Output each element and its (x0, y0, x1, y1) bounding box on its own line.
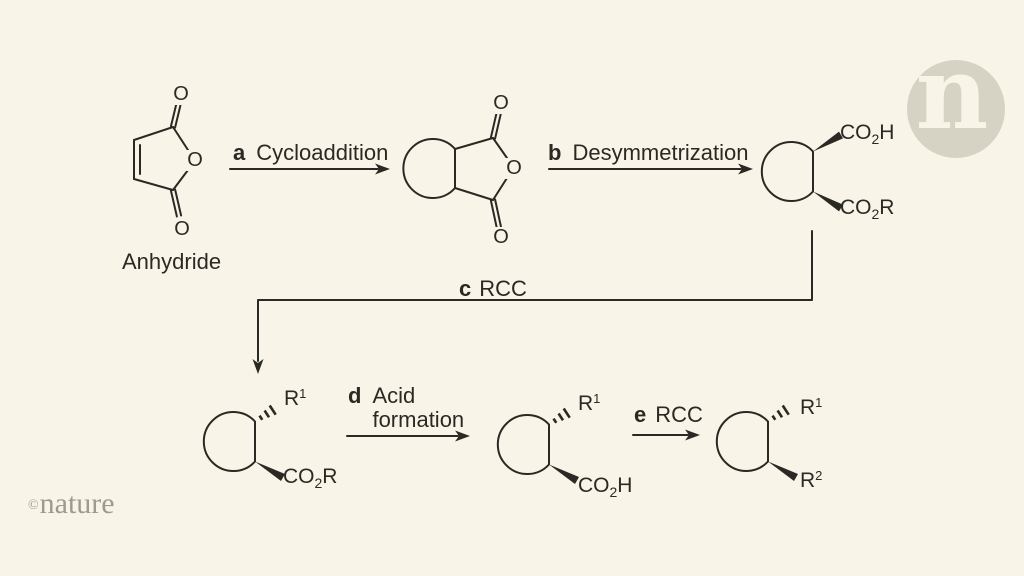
solid-wedge-co2h-mol5 (549, 464, 579, 484)
nature-logo-circle (907, 60, 1005, 158)
co2r-post: R (879, 196, 895, 219)
step-c-key: c (459, 276, 472, 301)
atom-oxygen-label: O (492, 92, 510, 114)
arrowhead-c (252, 359, 264, 374)
step-d-text-line1: Acid (372, 383, 416, 408)
copyright-icon: © (28, 497, 39, 513)
r1-sup: 1 (299, 386, 307, 401)
r1-base: R (578, 392, 594, 415)
step-b-text: Desymmetrization (572, 140, 749, 165)
group-r1-label: R1 (284, 386, 307, 410)
arrowhead-b (738, 163, 753, 175)
solid-wedge-r2-mol6 (768, 461, 798, 481)
step-b-label: b Desymmetrization (548, 141, 749, 164)
co2r-sub: 2 (314, 475, 323, 491)
anhydride-caption: Anhydride (122, 249, 222, 274)
co2h-pre: CO (578, 474, 610, 497)
nature-logo-letter: n (916, 34, 989, 152)
molecule-anhydride-bonds (133, 103, 189, 218)
r2-base: R (800, 469, 816, 492)
hashed-wedge-r1-mol4 (258, 404, 277, 421)
co2r-pre: CO (283, 465, 315, 488)
step-d-key: d (348, 383, 362, 408)
wordmark-text: nature (39, 487, 115, 520)
step-d-text-line2: formation (372, 407, 465, 433)
step-e-key: e (634, 402, 647, 427)
molecule-diacid-ester-bonds (760, 141, 814, 202)
co2h-post: H (879, 121, 895, 144)
step-d-label: d Acid formation (348, 384, 464, 431)
co2h-pre: CO (840, 121, 872, 144)
hashed-wedge-r1-mol5 (552, 407, 571, 424)
hashed-wedge-r1-mol6 (771, 404, 790, 421)
co2h-post: H (617, 474, 633, 497)
r2-sup: 2 (815, 468, 823, 483)
step-b-key: b (548, 140, 562, 165)
co2r-pre: CO (840, 196, 872, 219)
solid-wedge-co2r-mol3 (813, 191, 843, 212)
step-a-text: Cycloaddition (256, 140, 389, 165)
solid-wedge-co2r-mol4 (255, 461, 285, 481)
group-r1-label: R1 (800, 395, 823, 419)
molecule-r1-ester-bonds (202, 411, 256, 472)
co2r-post: R (322, 465, 338, 488)
r1-sup: 1 (593, 391, 601, 406)
co2r-sub: 2 (871, 206, 880, 222)
co2h-sub: 2 (871, 131, 880, 147)
step-e-label: e RCC (634, 403, 703, 426)
step-a-label: a Cycloaddition (233, 141, 388, 164)
r1-base: R (284, 387, 300, 410)
atom-oxygen-label: O (492, 226, 510, 248)
step-e-text: RCC (655, 402, 703, 427)
atom-oxygen-label: O (172, 83, 190, 105)
r1-base: R (800, 396, 816, 419)
arrowhead-d (455, 430, 470, 442)
step-c-label: c RCC (459, 277, 527, 300)
group-co2h-label: CO2H (840, 121, 895, 147)
arrowhead-e (685, 429, 700, 441)
atom-oxygen-label: O (505, 157, 523, 179)
molecule-r1-r2-bonds (715, 411, 769, 472)
group-co2r-label: CO2R (840, 196, 895, 222)
group-r1-label: R1 (578, 391, 601, 415)
solid-wedge-co2h-mol3 (813, 131, 843, 152)
step-c-text: RCC (479, 276, 527, 301)
arrowhead-a (375, 163, 390, 175)
molecule-bicyclic-anhydride-bonds (402, 110, 508, 229)
molecule-r1-acid-bonds (496, 414, 550, 475)
nature-logo: n (907, 34, 1005, 158)
connector-c (257, 230, 813, 362)
group-co2r-label: CO2R (283, 465, 338, 491)
r1-sup: 1 (815, 395, 823, 410)
atom-oxygen-label: O (186, 149, 204, 171)
co2h-sub: 2 (609, 484, 618, 500)
step-a-key: a (233, 140, 246, 165)
group-r2-label: R2 (800, 468, 823, 492)
atom-oxygen-label: O (173, 218, 191, 240)
group-co2h-label: CO2H (578, 474, 633, 500)
nature-wordmark: ©nature (28, 487, 115, 520)
